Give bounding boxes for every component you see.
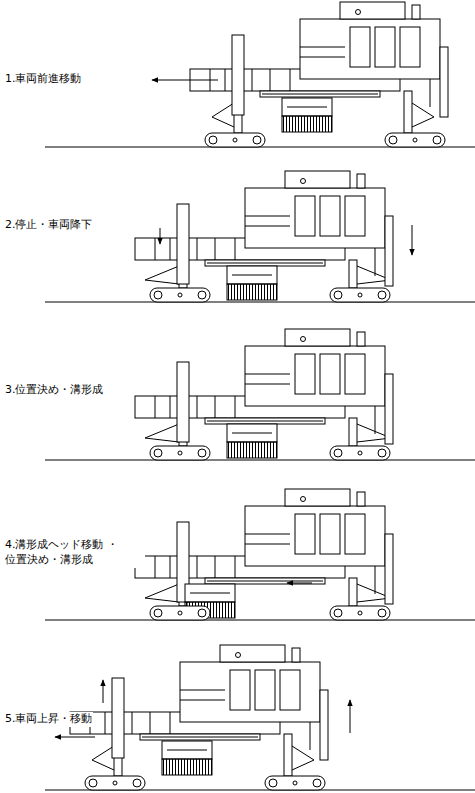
step-label: 1.車両前進移動: [5, 72, 82, 87]
step-label: 4.溝形成ヘッド移動 ・位置決め・溝形成: [5, 538, 145, 568]
step-label: 5.車両上昇・移動: [5, 712, 93, 727]
step-label: 2.停止・車両降下: [5, 218, 93, 233]
step-label: 3.位置決め・溝形成: [5, 383, 104, 398]
